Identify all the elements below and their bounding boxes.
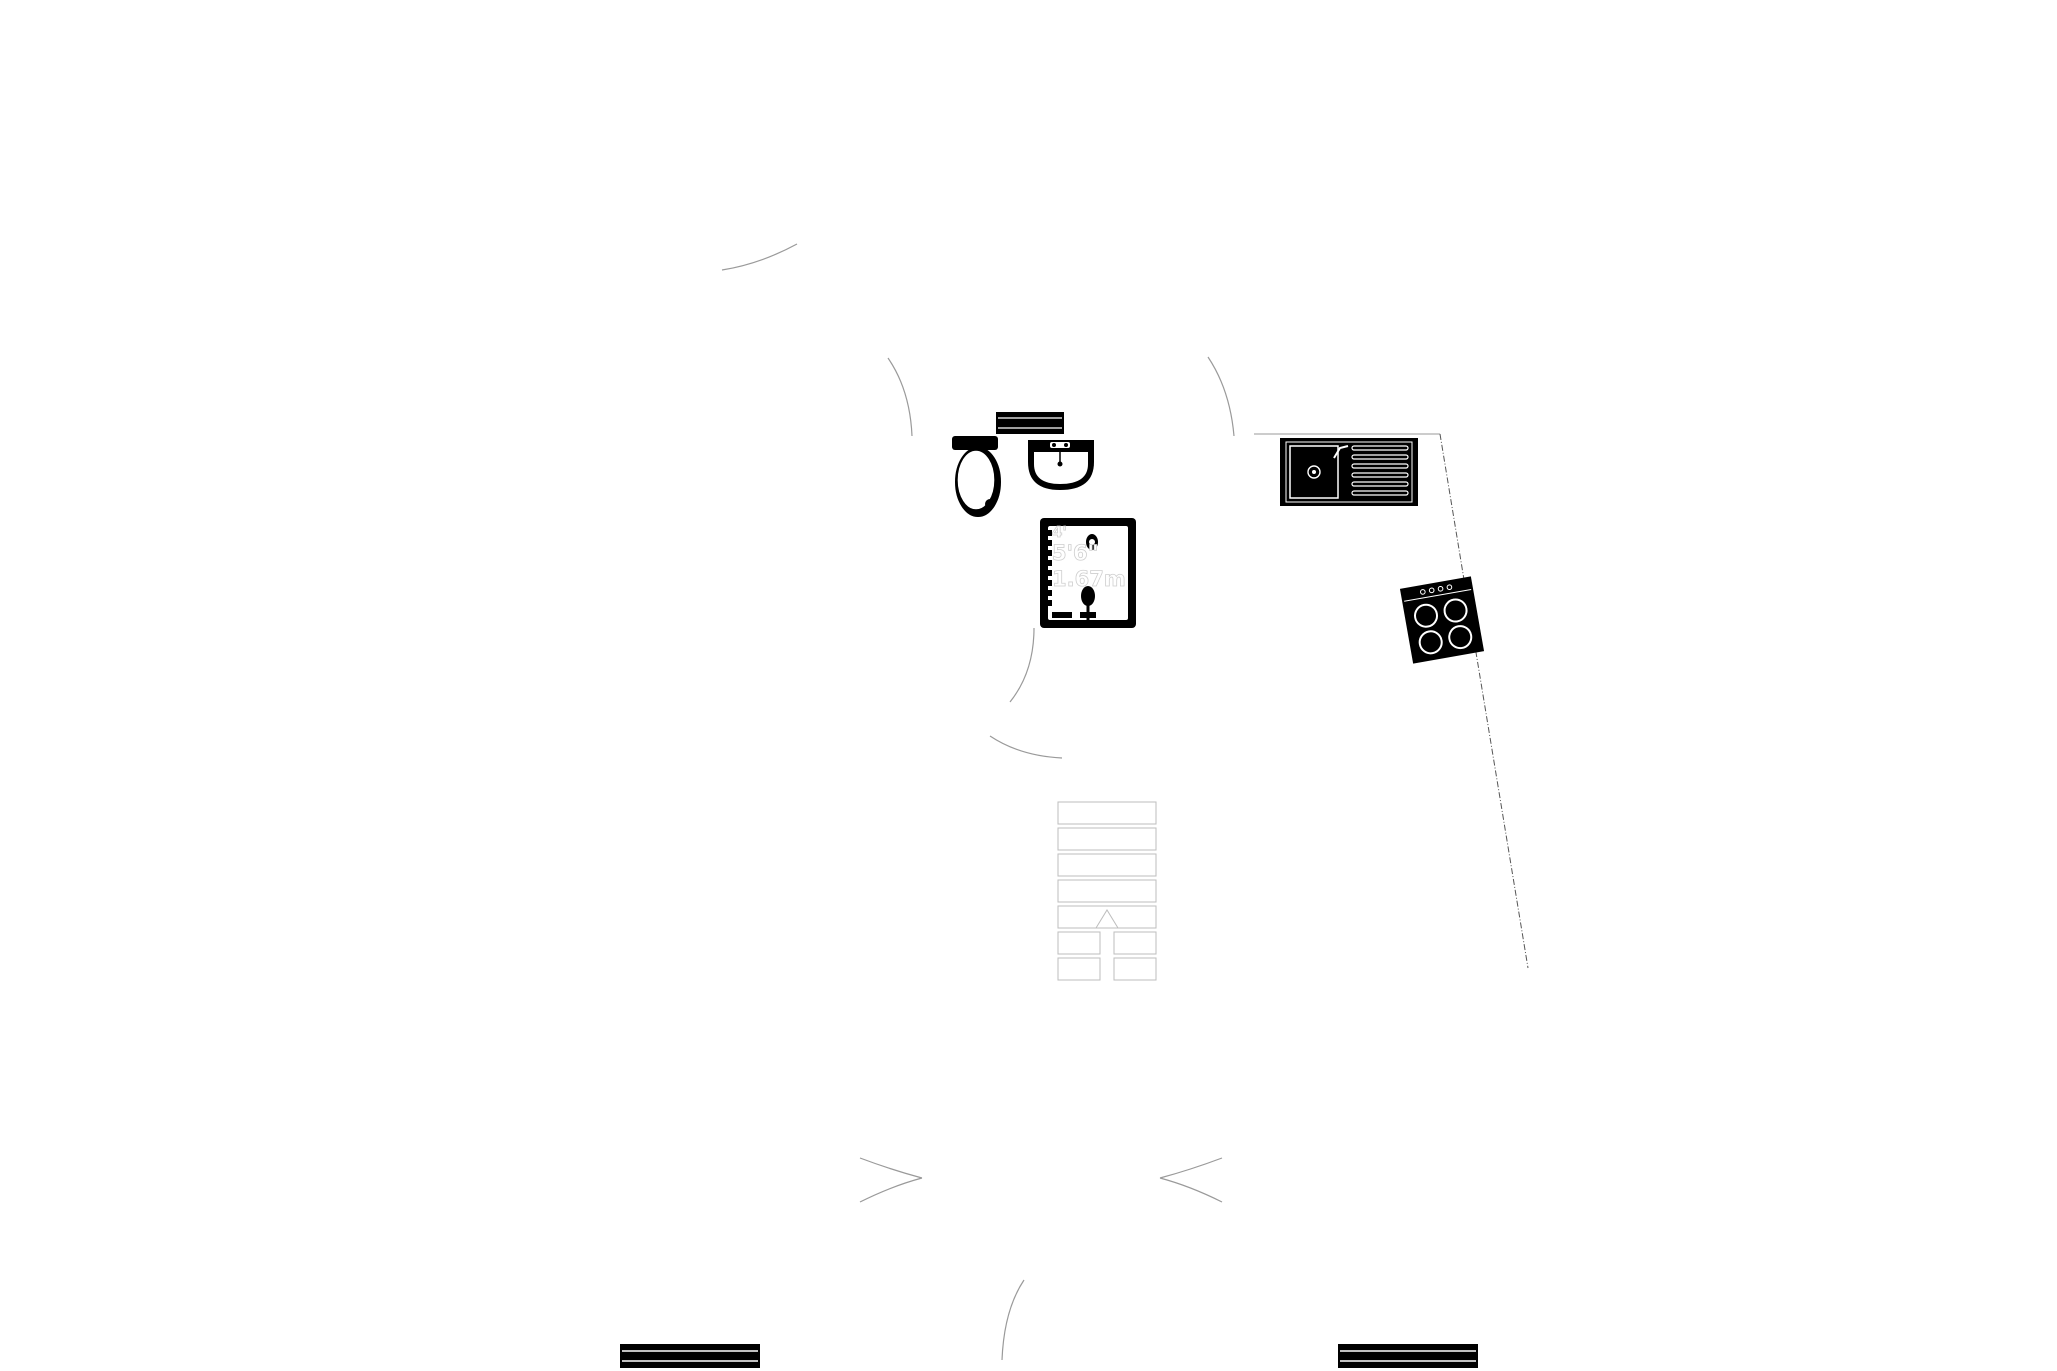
door-swing-arc — [1159, 1157, 1223, 1179]
burners — [1414, 598, 1473, 655]
stair-direction-arrow — [1095, 909, 1119, 929]
radiator-bottom-right — [1338, 1344, 1478, 1368]
kitchen-wall-dashed — [1439, 433, 1529, 969]
kitchen-wall — [1254, 433, 1529, 969]
shower-label-line-3: 1.67m — [1052, 567, 1126, 591]
stair-tread — [1057, 879, 1157, 903]
stair-tread — [1057, 853, 1157, 877]
drainer-grooves — [1351, 445, 1409, 496]
door-swings — [721, 243, 1235, 1361]
radiator — [996, 412, 1064, 434]
door-swing-arc — [721, 243, 798, 271]
cooktop — [1399, 576, 1485, 664]
stair-tread — [1057, 905, 1157, 929]
shower-label-line-2: 5'6" — [1052, 541, 1099, 565]
tap-icon — [1333, 445, 1349, 459]
stair-tread — [1057, 957, 1101, 981]
stair-tread — [1113, 931, 1157, 955]
control-knobs — [1420, 584, 1453, 595]
door-swing-arc — [1009, 627, 1035, 703]
staircase — [1057, 801, 1157, 981]
radiator-bottom-left — [620, 1344, 760, 1368]
door-swing-arc — [1001, 1279, 1025, 1361]
stair-tread — [1057, 931, 1101, 955]
toilet-tank — [952, 436, 998, 450]
shower: 4' 5'6" 1.67m — [1040, 518, 1136, 628]
kitchen-sink — [1280, 438, 1418, 506]
stair-tread — [1057, 801, 1157, 825]
door-swing-arc — [859, 1157, 923, 1179]
shower-label-line-1: 4' — [1052, 523, 1067, 541]
stair-tread — [1057, 827, 1157, 851]
stair-tread — [1113, 957, 1157, 981]
toilet — [952, 436, 1001, 517]
door-swing-arc — [1159, 1177, 1223, 1203]
door-swing-arc — [859, 1177, 923, 1203]
door-swing-arc — [887, 357, 913, 437]
door-swing-arc — [989, 735, 1063, 759]
bathroom-sink — [1028, 440, 1094, 490]
door-swing-arc — [1207, 356, 1235, 437]
shower-head — [1081, 586, 1095, 606]
